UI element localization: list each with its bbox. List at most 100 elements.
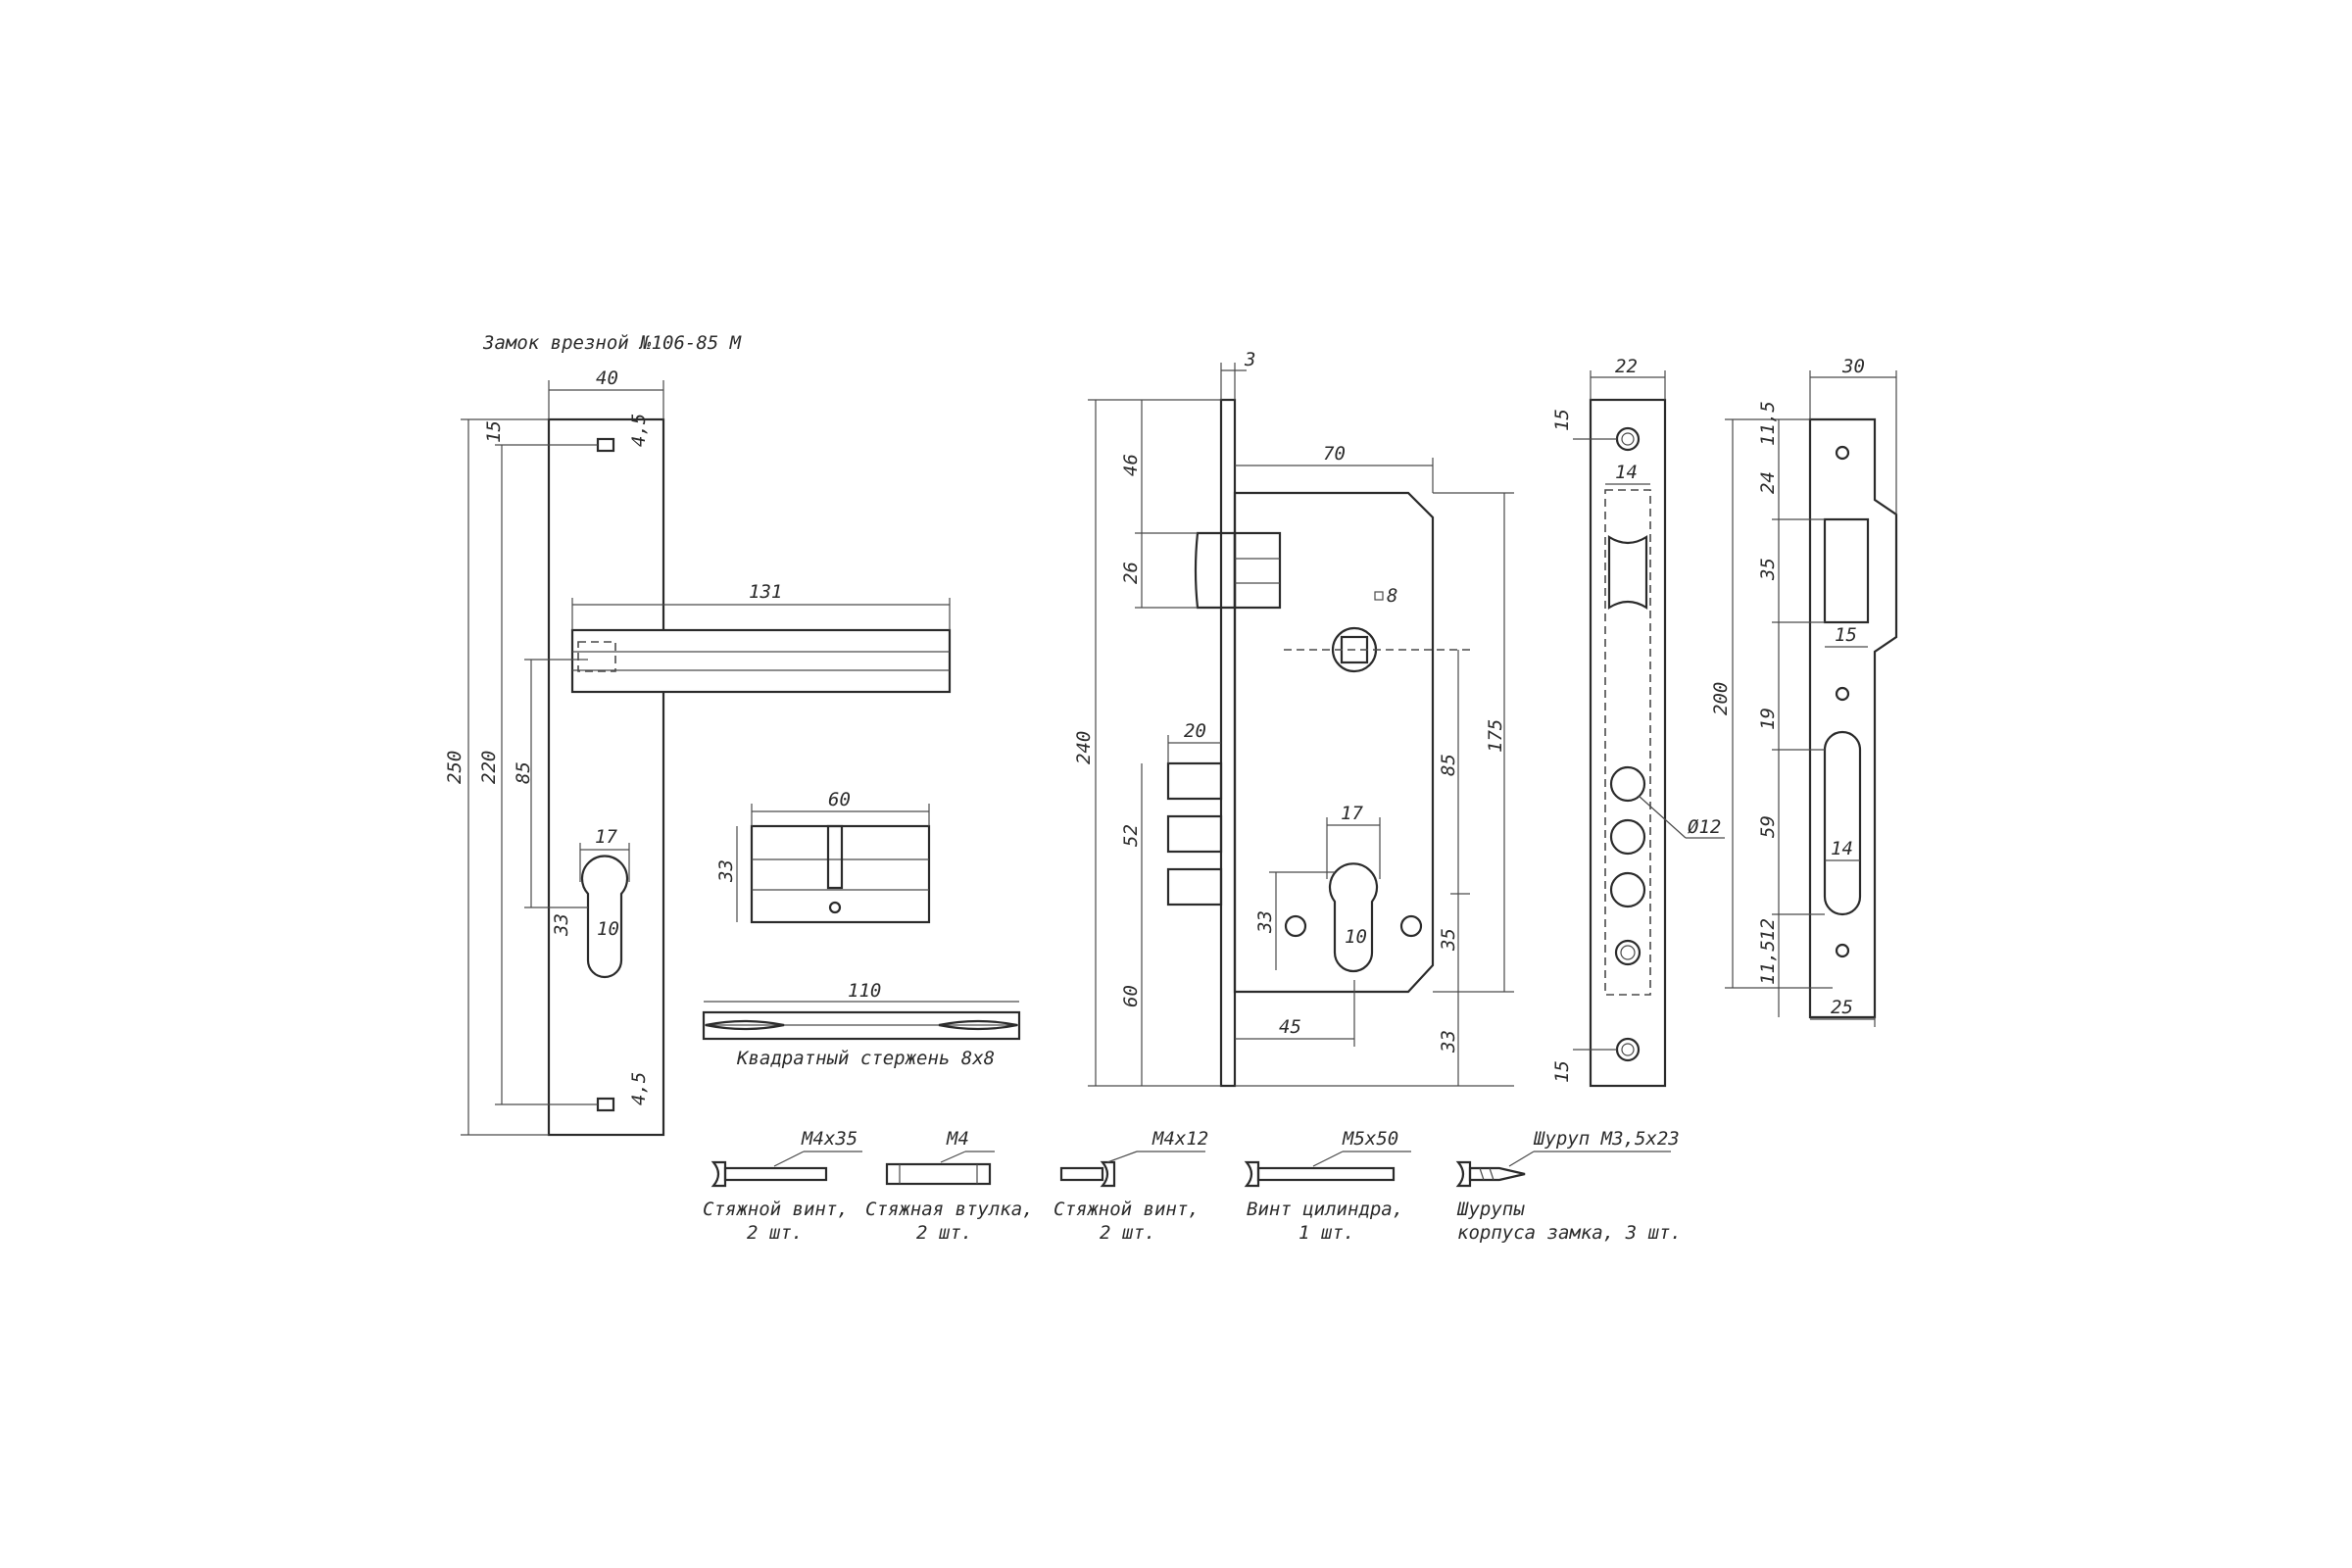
strike-screw-1: [1835, 445, 1850, 461]
dim-latch: 26: [1120, 562, 1142, 584]
dim-strike-a: 24: [1757, 471, 1779, 494]
dim-plate-height: 250: [444, 751, 466, 784]
dim-screw-bottom: 4,5: [628, 1072, 650, 1105]
cylinder-screw-left: [1284, 914, 1307, 938]
strike-screw-2: [1835, 686, 1850, 702]
faceplate-latch: [1607, 535, 1648, 610]
faceplate-bolt-2: [1609, 818, 1646, 856]
dim-cyl-height: 33: [551, 913, 572, 937]
dim-strike-top: 11,5: [1757, 401, 1779, 446]
dim-faceplate-inner: 14: [1615, 462, 1638, 483]
deadbolt-1: [1166, 761, 1223, 801]
dim-lock-centre: 85: [1438, 754, 1459, 776]
dim-spindle-length: 110: [848, 980, 881, 1002]
dim-lever-length: 131: [749, 581, 782, 603]
strike-screw-3: [1835, 943, 1850, 958]
screw-hole-top: [596, 437, 615, 453]
hardware-label2-3: 2 шт.: [1100, 1222, 1155, 1244]
dim-lock-total: 240: [1073, 731, 1095, 764]
dim-lock-cyl-height: 33: [1254, 910, 1276, 934]
dim-strike-height: 200: [1710, 682, 1732, 715]
dim-strike-d: 59: [1757, 815, 1779, 838]
dim-strike-f: 11,5: [1757, 940, 1779, 985]
hardware-label2-4: 1 шт.: [1298, 1222, 1354, 1244]
hardware-label1-4: Винт цилиндра,: [1247, 1199, 1403, 1220]
cylinder-view: 60 33: [715, 789, 931, 924]
faceplate-screw-bottom: [1615, 1037, 1641, 1062]
faceplate-screw-top: [1615, 426, 1641, 452]
hardware-item-5: Шуруп М3,5х23 Шурупы корпуса замка, 3 шт…: [1455, 1128, 1682, 1244]
cylinder-screw-hole: [828, 901, 842, 914]
dim-case-height: 175: [1485, 719, 1506, 753]
dim-cyl-slot: 10: [597, 918, 619, 940]
faceplate-cylinder-screw: [1614, 939, 1642, 966]
dim-bolt-width: 20: [1184, 720, 1206, 742]
cylinder-cam: [826, 824, 844, 890]
dim-lock-top: 46: [1120, 454, 1142, 476]
lock-case: [1233, 491, 1435, 994]
screw-hole-bottom: [596, 1097, 615, 1112]
dim-cylinder-height: 33: [715, 859, 737, 883]
hardware-item-3: M4x12 Стяжной винт, 2 шт.: [1054, 1128, 1208, 1244]
hardware-spec-1: M4x35: [801, 1128, 858, 1150]
spindle-label: Квадратный стержень 8х8: [736, 1048, 995, 1069]
dim-lock-lower: 35: [1438, 928, 1459, 952]
dim-faceplate-bottom: 15: [1551, 1060, 1573, 1083]
deadbolt-2: [1166, 814, 1223, 854]
faceplate-opening: [1604, 489, 1651, 996]
faceplate-outline: [1589, 398, 1667, 1088]
lever-handle: [570, 628, 952, 694]
strike-plate-view: 30 200 11,5 24 35 15 19 59 14 12 11,5 25: [1710, 356, 1898, 1027]
lock-faceplate: [1219, 398, 1237, 1088]
dim-backset: 45: [1279, 1016, 1301, 1038]
dim-lock-depth: 70: [1323, 443, 1346, 465]
dim-lock-cyl-width: 17: [1341, 803, 1363, 824]
keyhole-cutout: [580, 855, 629, 979]
faceplate-bolt-1: [1609, 765, 1646, 803]
dim-strike-base: 25: [1831, 997, 1853, 1018]
dim-square: 8: [1387, 585, 1397, 607]
dim-plate-width: 40: [596, 368, 618, 389]
handle-plate-view: 40 250 220 15 4,5 4,5 85 17 33 10 131: [444, 368, 952, 1137]
dim-screw-top: 4,5: [628, 414, 650, 447]
hardware-item-2: M4 Стяжная втулка, 2 шт.: [865, 1128, 1034, 1244]
strike-bolt-opening: [1823, 730, 1862, 916]
hardware-spec-4: M5x50: [1342, 1128, 1398, 1150]
dim-plate-inner: 220: [478, 751, 500, 784]
deadbolt-3: [1166, 867, 1223, 906]
hardware-label2-2: 2 шт.: [916, 1222, 972, 1244]
hardware-spec-3: M4x12: [1152, 1128, 1208, 1150]
dim-cylinder-length: 60: [828, 789, 851, 810]
latch-bolt: [1194, 531, 1237, 610]
hardware-label1-3: Стяжной винт,: [1054, 1199, 1200, 1220]
dim-faceplate-top: 15: [1551, 409, 1573, 431]
cylinder-screw-right: [1399, 914, 1423, 938]
dim-strike-slot2: 14: [1831, 838, 1853, 859]
dim-hole-diameter: Ø12: [1688, 816, 1721, 838]
dim-cyl-width: 17: [595, 826, 617, 848]
hardware-spec-2: M4: [946, 1128, 969, 1150]
hardware-spec-5: Шуруп М3,5х23: [1533, 1128, 1680, 1150]
handle-plate-outline: [547, 417, 665, 1137]
dim-lock-bottom: 60: [1120, 985, 1142, 1007]
dim-strike-c: 19: [1757, 708, 1779, 730]
strike-latch-opening: [1823, 517, 1870, 624]
hardware-label2-1: 2 шт.: [747, 1222, 803, 1244]
spindle-view: 110 Квадратный стержень 8х8: [702, 980, 1021, 1069]
dim-lock-slot: 10: [1345, 926, 1367, 948]
faceplate-bolt-3: [1609, 871, 1646, 908]
dim-faceplate: 3: [1244, 349, 1255, 370]
hardware-label2-5: корпуса замка, 3 шт.: [1457, 1222, 1682, 1244]
dim-strike-width: 30: [1841, 356, 1865, 377]
dim-lock-end: 33: [1438, 1030, 1459, 1054]
hardware-item-1: M4x35 Стяжной винт, 2 шт.: [703, 1128, 862, 1244]
hardware-row: M4x35 Стяжной винт, 2 шт. M4 Стяжная вту…: [703, 1128, 1682, 1244]
dim-centre-distance: 85: [513, 761, 534, 784]
latch-housing: [1233, 531, 1282, 610]
drawing-title: Замок врезной №106-85 М: [482, 332, 742, 354]
hardware-label1-2: Стяжная втулка,: [865, 1199, 1034, 1220]
dim-faceplate-width: 22: [1615, 356, 1638, 377]
strike-plate-outline: [1808, 417, 1898, 1019]
lock-body-view: 3 240 46 26 20 52 60 70 8 175 85 17: [1073, 349, 1514, 1088]
